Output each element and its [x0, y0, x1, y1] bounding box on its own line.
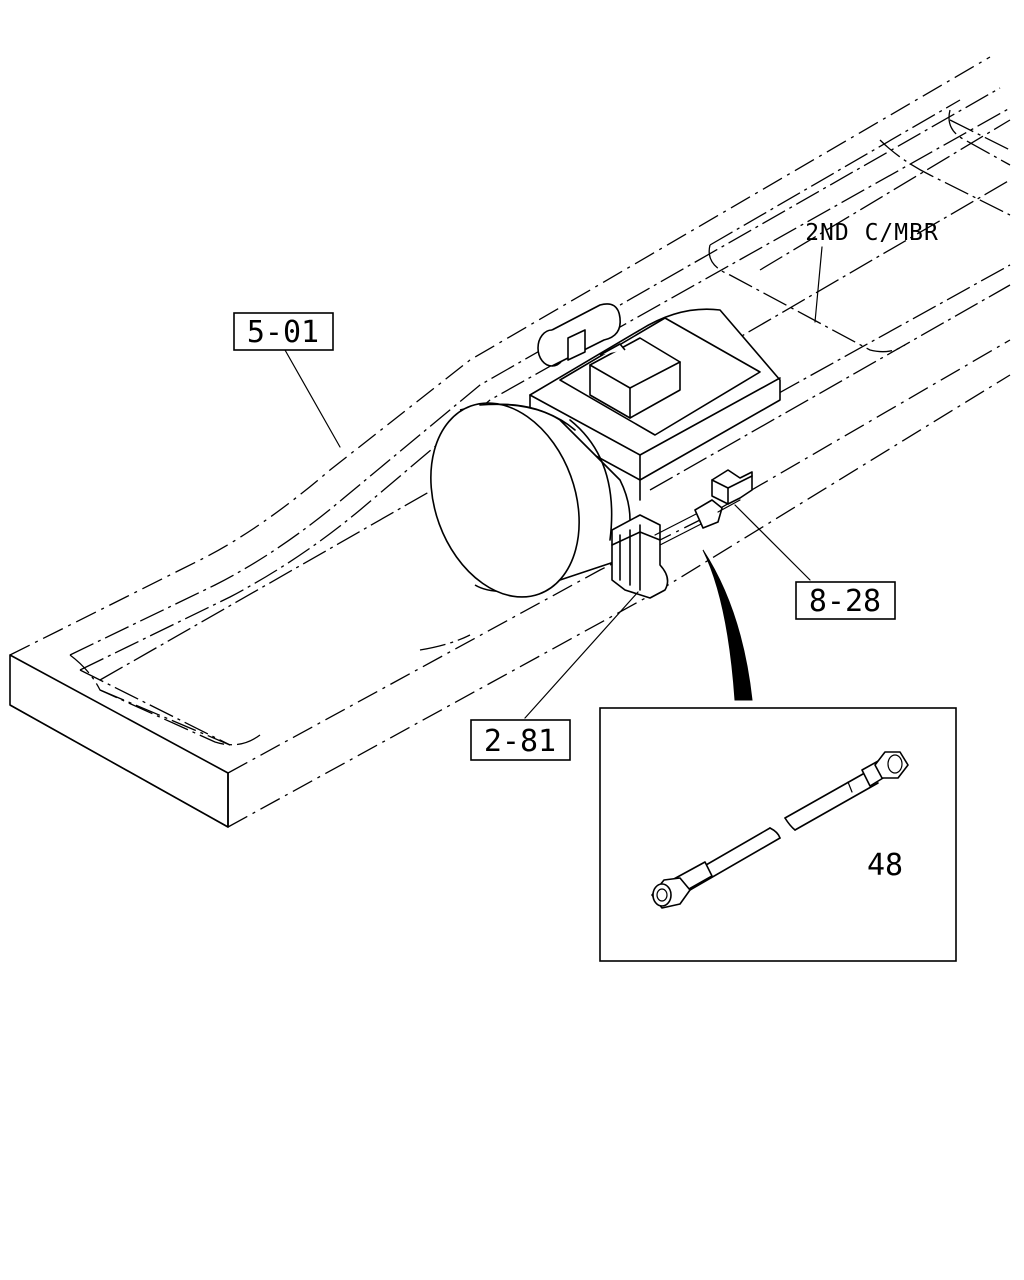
callout-bracket-text: 2-81 — [484, 724, 556, 759]
callout-frame-text: 5-01 — [247, 315, 319, 350]
callout-frame: 5-01 — [233, 312, 334, 351]
crossmember-note: 2ND C/MBR — [805, 220, 939, 246]
callout-sensor: 8-28 — [795, 581, 896, 620]
part-number-label: 48 — [867, 848, 903, 883]
bracket-sensor-assembly — [611, 469, 753, 599]
detail-pointer-arrow — [702, 549, 753, 701]
hose-part — [651, 751, 909, 909]
callout-bracket: 2-81 — [470, 719, 571, 761]
drum-assembly — [430, 303, 781, 598]
callout-sensor-text: 8-28 — [809, 584, 881, 619]
